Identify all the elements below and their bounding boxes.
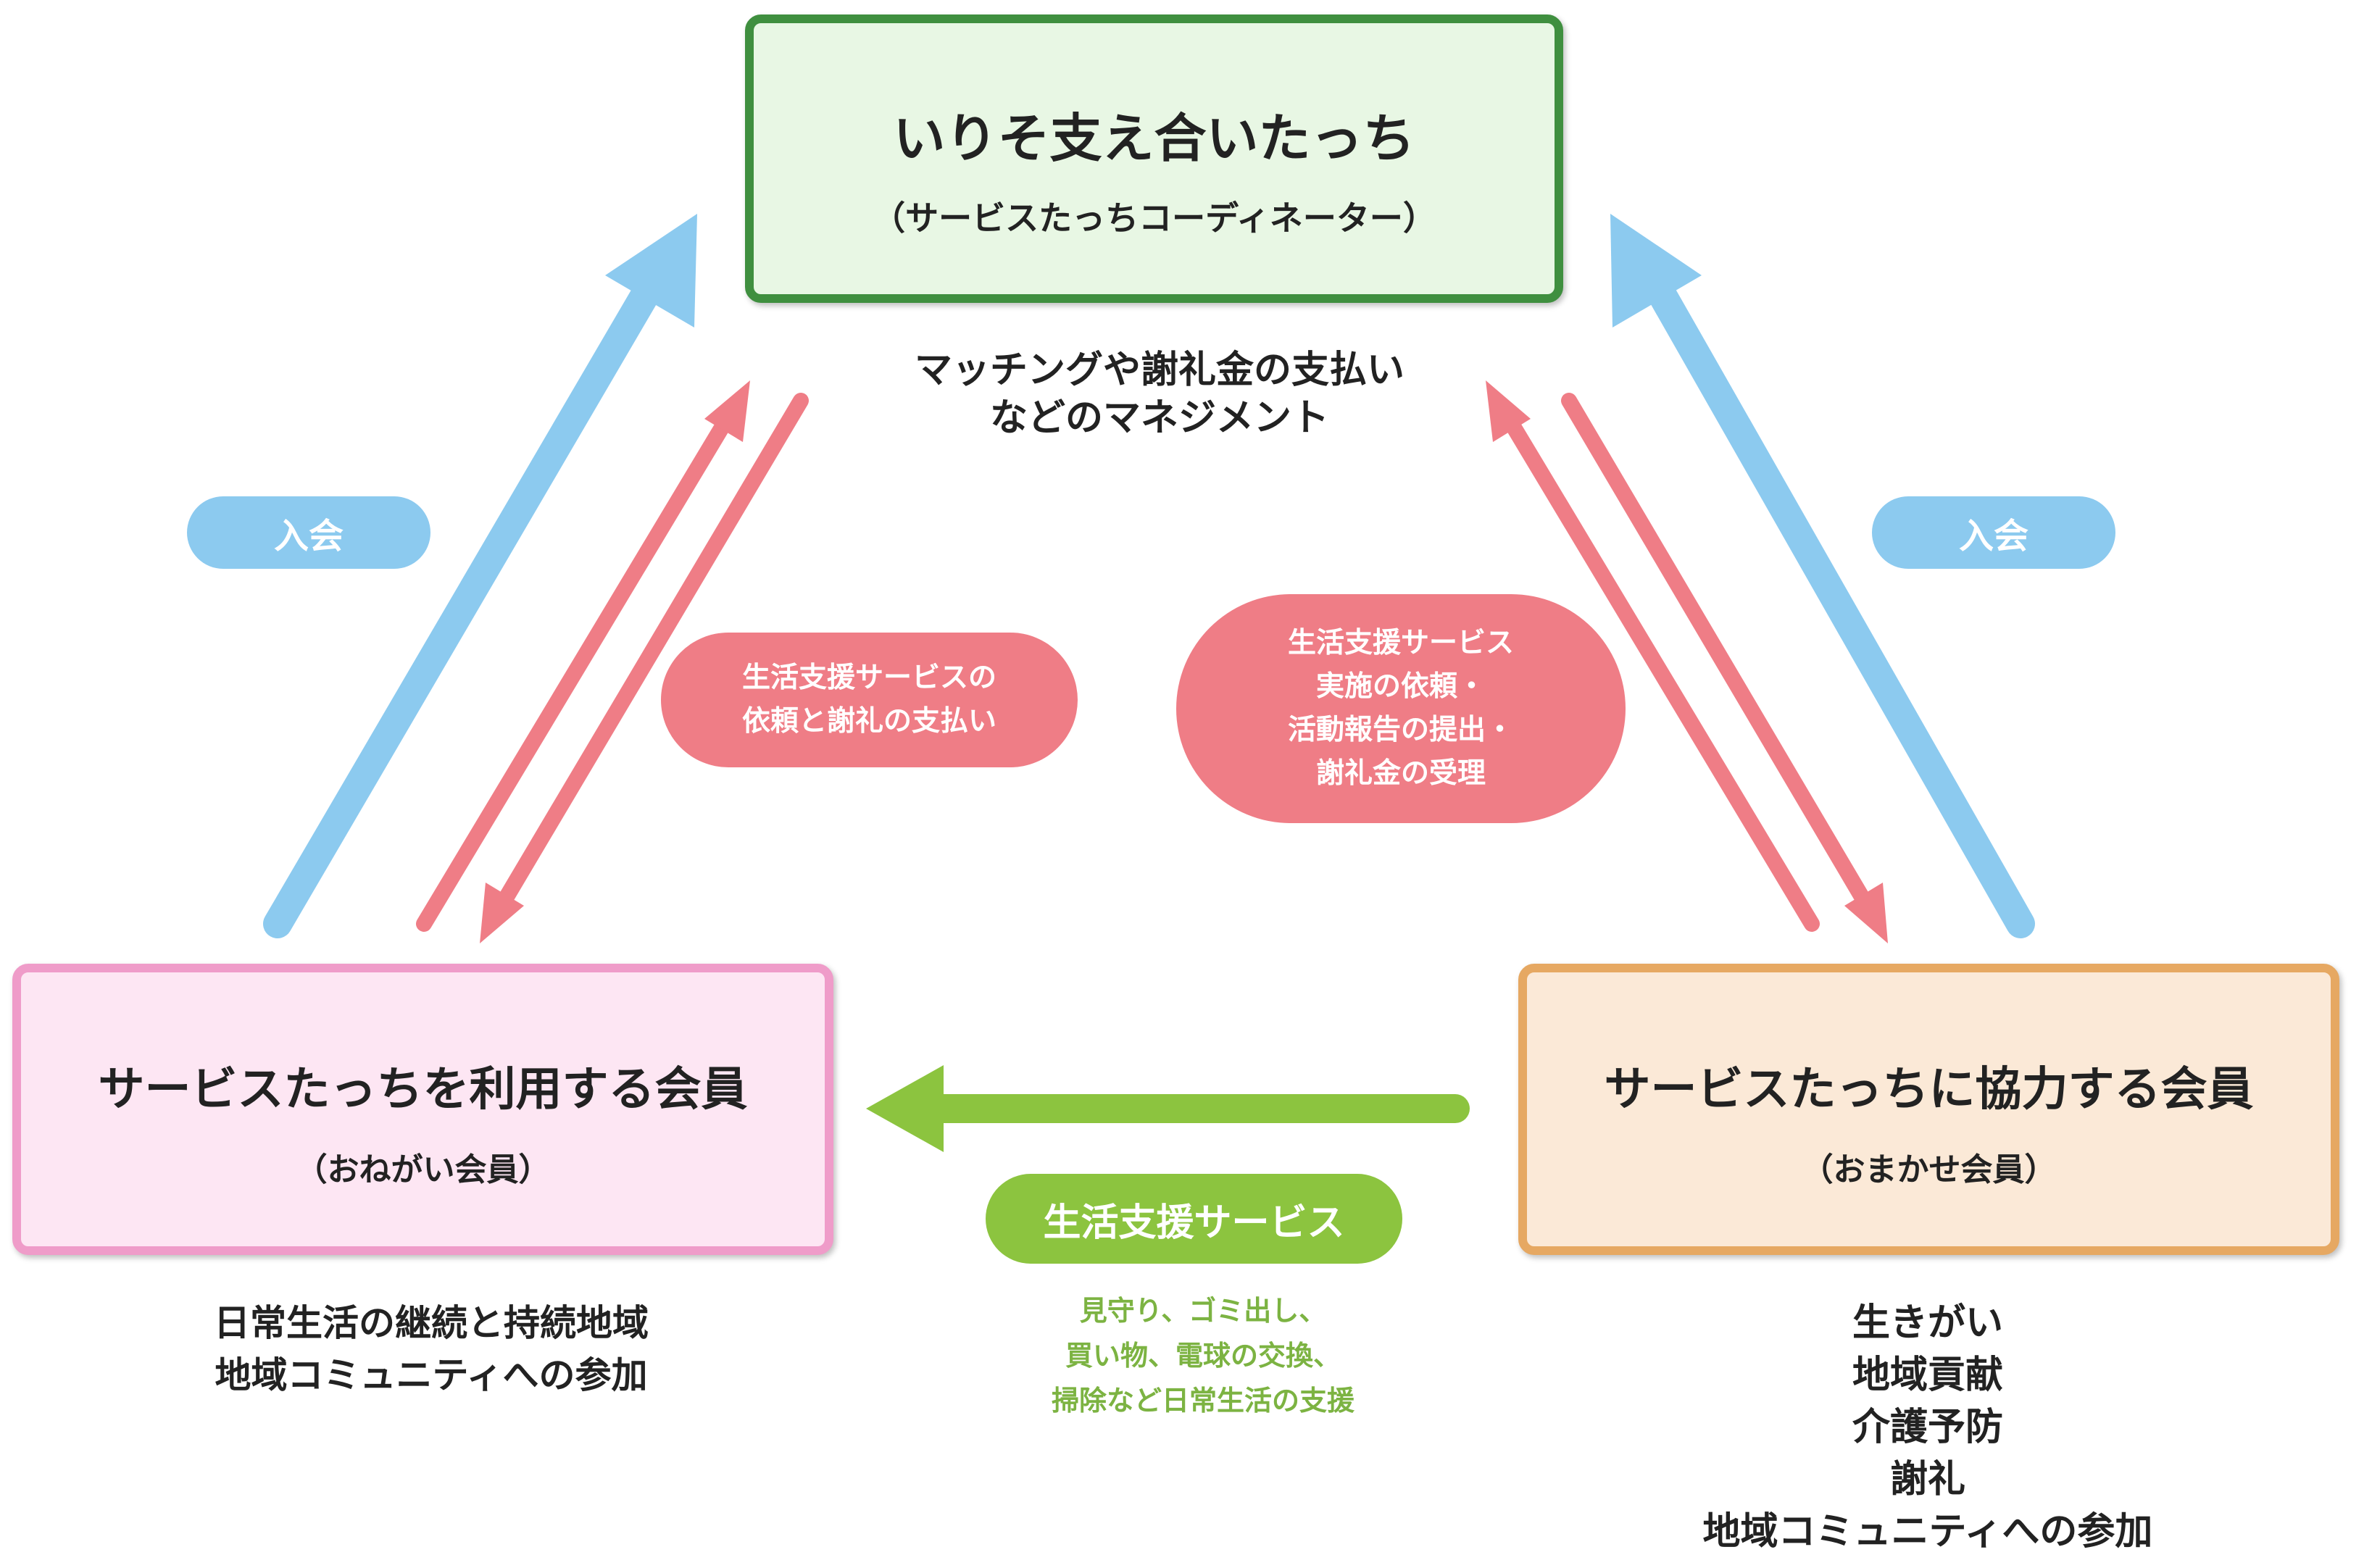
coordinator-subtitle: （サービスたっちコーディネーター） [872,199,1436,238]
report-arrow-up [1499,409,1820,932]
requester-benefits-text: 日常生活の継続と持続地域 地域コミュニティへの参加 [214,1302,649,1396]
requester-subtitle: （おねがい会員） [295,1151,551,1188]
request-arrow-up-head [704,380,750,442]
assign-arrow-down [1561,393,1876,916]
coordinator-role-text: マッチングや謝礼金の支払い などのマネジメント [914,349,1405,440]
response-arrow-down [492,393,809,916]
requester-title: サービスたっちを利用する会員 [98,1063,748,1117]
join-arrow-right-head [1610,214,1702,328]
coordinator-box: いりそ支え合いたっち （サービスたっちコーディネーター） [745,14,1563,303]
join-arrow-right [1639,264,2035,938]
implementation-label: 生活支援サービス 実施の依頼・ 活動報告の提出・ 謝礼金の受理 [1176,594,1626,823]
join-arrow-left [263,264,669,938]
request-payment-label: 生活支援サービスの 依頼と謝礼の支払い [661,633,1078,767]
join-label-right: 入会 [1872,496,2115,569]
report-arrow-up-head [1486,380,1531,442]
coordinator-title: いりそ支え合いたっち [893,108,1415,169]
requester-box: サービスたっちを利用する会員 （おねがい会員） [12,964,833,1255]
provider-title: サービスたっちに協力する会員 [1604,1063,2254,1117]
join-arrow-left-head [605,214,697,328]
response-arrow-down-head [480,883,524,943]
join-label-left: 入会 [187,496,430,569]
assign-arrow-down-head [1844,883,1888,943]
provider-box: サービスたっちに協力する会員 （おまかせ会員） [1518,964,2339,1255]
provider-subtitle: （おまかせ会員） [1801,1151,2057,1188]
service-examples-text: 見守り、ゴミ出し、 買い物、電球の交換、 掃除など日常生活の支援 [1051,1295,1354,1417]
request-arrow-up [416,409,736,932]
provider-benefits-text: 生きがい 地域貢献 介護予防 謝礼 地域コミュニティへの参加 [1702,1301,2153,1554]
service-arrow-head [866,1065,944,1152]
service-label: 生活支援サービス [986,1174,1402,1264]
